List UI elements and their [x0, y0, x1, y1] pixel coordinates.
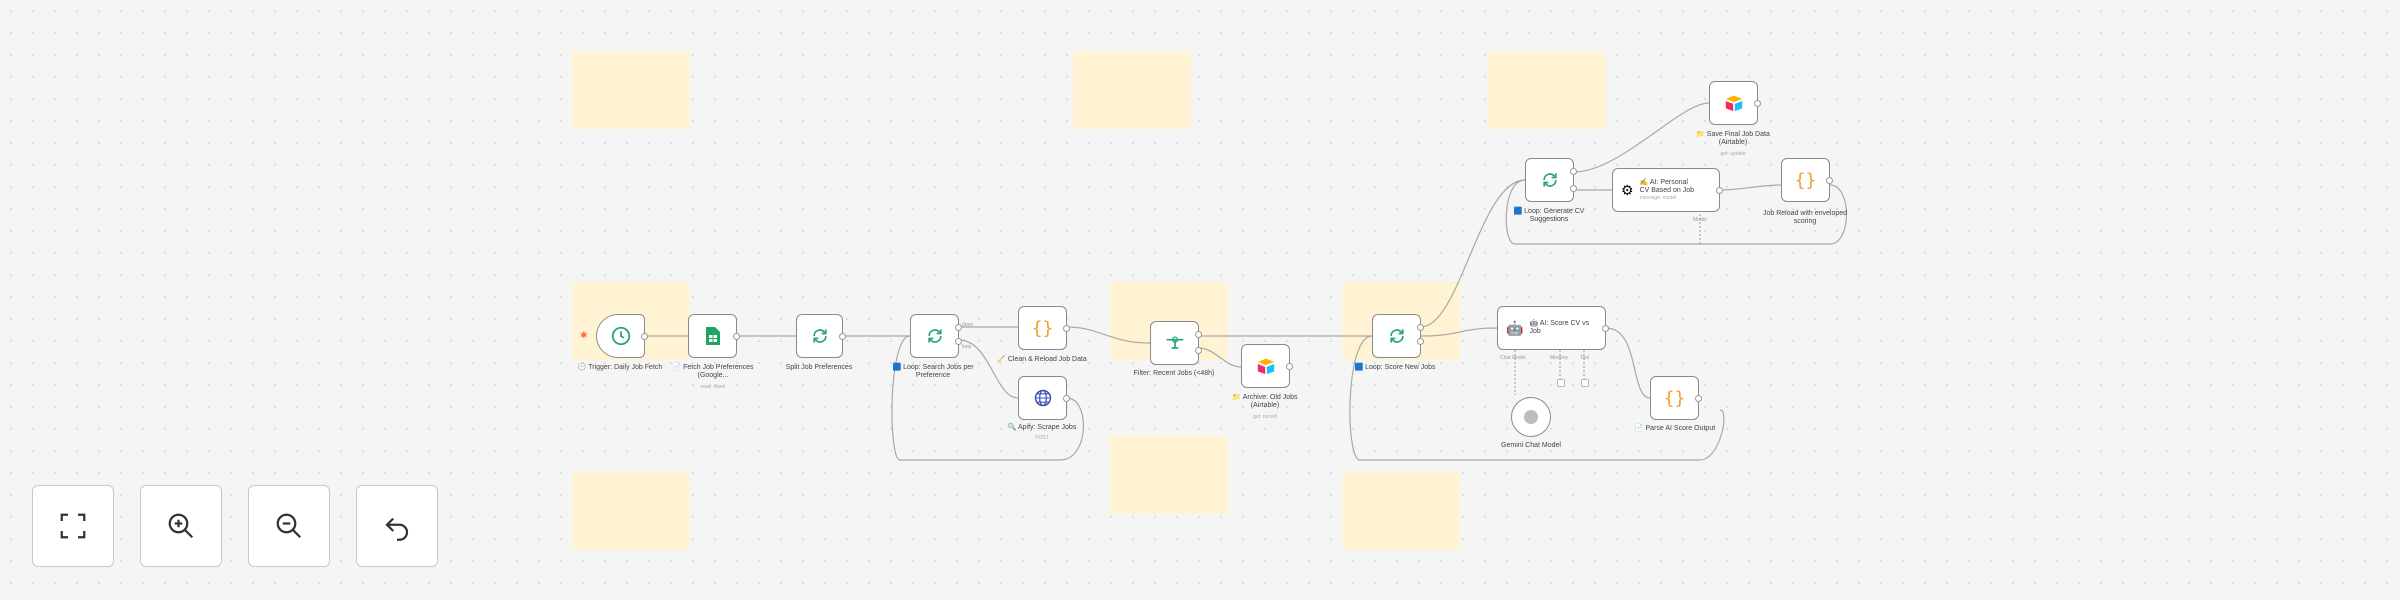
loop-icon: [1542, 173, 1557, 187]
sticky-note[interactable]: [1488, 51, 1606, 129]
add-tool-button[interactable]: [1581, 379, 1589, 387]
node-label: 📄 Parse AI Score Output: [1634, 425, 1716, 432]
openai-icon: ⚙: [1621, 181, 1634, 198]
filter-recent-node[interactable]: [1150, 321, 1202, 365]
fetch-preferences-node[interactable]: [688, 314, 740, 358]
job-reload-node[interactable]: {}: [1781, 158, 1833, 202]
port-tag-tool: Tool: [1580, 355, 1590, 361]
output-port-done[interactable]: [1417, 324, 1424, 331]
output-port[interactable]: [1063, 325, 1070, 332]
loop-icon: [812, 329, 827, 343]
sticky-note[interactable]: [572, 472, 690, 550]
globe-icon: [1034, 389, 1051, 407]
ai-personal-cv-node[interactable]: ⚙ ✍️ AI: Personal CV Based on Job messag…: [1612, 168, 1723, 212]
output-port[interactable]: [1695, 395, 1702, 402]
node-label: 🟦 Loop: Search Jobs per Preference: [892, 364, 974, 379]
port-tag-model: Model: [1693, 217, 1707, 223]
node-label: 🟦 Loop: Generate CV Suggestions: [1513, 208, 1585, 223]
save-final-job-node[interactable]: [1709, 81, 1761, 125]
clean-reload-node[interactable]: {}: [1018, 306, 1070, 350]
node-subtitle: read: sheet: [700, 384, 726, 390]
code-braces-icon: {}: [1663, 387, 1686, 409]
output-port[interactable]: [641, 333, 648, 340]
loop-search-jobs-node[interactable]: [910, 314, 962, 358]
node-label: 📁 Archive: Old Jobs (Airtable): [1232, 394, 1298, 409]
output-port-false[interactable]: [1195, 347, 1202, 354]
output-port-done[interactable]: [955, 324, 962, 331]
output-port-done[interactable]: [1570, 168, 1577, 175]
fit-view-button[interactable]: [32, 485, 114, 567]
ai-score-cv-node[interactable]: 🤖 🤖 AI: Score CV vs Job: [1497, 306, 1609, 350]
port-tag-memory: Memory: [1550, 355, 1569, 361]
sticky-note[interactable]: [1342, 472, 1460, 550]
node-label: 🔍 Apify: Scrape Jobs: [1007, 424, 1077, 431]
airtable-icon: [1725, 95, 1742, 112]
apify-scrape-node[interactable]: [1018, 376, 1070, 420]
node-subtitle: get: update: [1720, 151, 1746, 157]
output-port[interactable]: [839, 333, 846, 340]
robot-icon: 🤖: [1506, 319, 1524, 336]
sticky-note[interactable]: [1073, 51, 1191, 129]
output-port-loop[interactable]: [1417, 338, 1424, 345]
trigger-node[interactable]: [596, 314, 648, 358]
fit-view-icon: [60, 513, 86, 539]
sticky-note[interactable]: [1110, 436, 1228, 514]
output-port-true[interactable]: [1195, 331, 1202, 338]
code-braces-icon: {}: [1031, 317, 1054, 339]
gemini-chat-model-node[interactable]: [1511, 397, 1551, 437]
port-tag-chat-model: Chat Model: [1500, 355, 1526, 361]
google-sheets-icon: [705, 327, 720, 345]
node-label: Split Job Preferences: [785, 364, 853, 371]
zoom-out-button[interactable]: [248, 485, 330, 567]
airtable-icon: [1257, 358, 1274, 375]
node-subtitle: POST: [1035, 435, 1049, 441]
node-subtitle: message: model: [1639, 195, 1677, 201]
undo-icon: [385, 517, 409, 541]
zoom-in-icon: [168, 513, 194, 539]
output-port[interactable]: [1826, 177, 1833, 184]
node-label: 🕒 Trigger: Daily Job Fetch: [577, 364, 663, 371]
loop-icon: [927, 329, 942, 343]
output-port[interactable]: [1063, 395, 1070, 402]
output-port-loop[interactable]: [955, 338, 962, 345]
loop-icon: [1389, 329, 1404, 343]
node-label: 🤖 AI: Score CV vs Job: [1529, 320, 1590, 335]
output-port[interactable]: [1286, 363, 1293, 370]
node-label: 📁 Save Final Job Data (Airtable): [1696, 131, 1770, 146]
output-port[interactable]: [1716, 187, 1723, 194]
port-tag-done: done: [962, 322, 974, 328]
node-label: 🟦 Loop: Score New Jobs: [1354, 364, 1436, 371]
reset-zoom-button[interactable]: [356, 485, 438, 567]
node-label: 🧹 Clean & Reload Job Data: [997, 356, 1087, 363]
output-port-loop[interactable]: [1570, 185, 1577, 192]
archive-old-jobs-node[interactable]: [1241, 344, 1293, 388]
node-label: Job Reload with enveloped scoring: [1762, 210, 1848, 225]
zoom-in-button[interactable]: [140, 485, 222, 567]
sticky-note[interactable]: [572, 51, 690, 129]
node-label: ✍️ AI: Personal CV Based on Job: [1639, 179, 1695, 194]
output-port[interactable]: [733, 333, 740, 340]
split-preferences-node[interactable]: [796, 314, 846, 358]
zoom-out-icon: [276, 513, 302, 539]
clock-icon: [611, 326, 630, 346]
node-label: 📄 Fetch Job Preferences (Google...: [672, 364, 754, 379]
output-port[interactable]: [1602, 325, 1609, 332]
add-memory-button[interactable]: [1557, 379, 1565, 387]
trigger-bolt-icon: ✱: [580, 330, 588, 340]
gemini-icon: [1524, 410, 1538, 424]
parse-score-node[interactable]: {}: [1650, 376, 1702, 420]
code-braces-icon: {}: [1794, 169, 1817, 191]
filter-icon: [1166, 336, 1183, 349]
node-subtitle: get: record: [1253, 414, 1277, 420]
loop-cv-suggestions-node[interactable]: [1525, 158, 1577, 202]
output-port[interactable]: [1754, 100, 1761, 107]
node-label: Gemini Chat Model: [1501, 442, 1561, 449]
loop-score-jobs-node[interactable]: [1372, 314, 1424, 358]
node-label: Filter: Recent Jobs (<48h): [1133, 370, 1215, 377]
port-tag-loop: loop: [962, 344, 972, 350]
